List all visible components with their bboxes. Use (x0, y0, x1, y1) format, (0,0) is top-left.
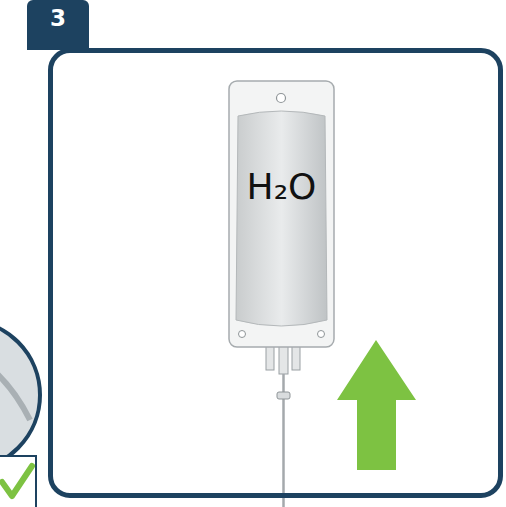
bag-hole (318, 331, 325, 338)
bag-outline (228, 80, 335, 348)
iv-bag: H₂O (228, 80, 335, 348)
port (266, 344, 274, 370)
bag-hole (239, 331, 246, 338)
step-tab: 3 (27, 0, 89, 50)
neighbour-panel (0, 320, 40, 507)
bag-edge (229, 81, 334, 347)
check-box (0, 456, 36, 507)
up-arrow (337, 340, 416, 470)
bag-label: H₂O (218, 166, 345, 207)
port (292, 344, 300, 370)
check-mark (2, 466, 32, 496)
detail-circle (0, 320, 40, 470)
hanger-hole (277, 94, 286, 103)
clamp (277, 392, 290, 399)
bag-fluid (236, 111, 327, 326)
port (279, 344, 288, 374)
iv-tube (266, 344, 300, 507)
detail-shape (0, 360, 30, 420)
step-number: 3 (27, 5, 89, 31)
step-panel: 3H₂O (48, 48, 503, 498)
